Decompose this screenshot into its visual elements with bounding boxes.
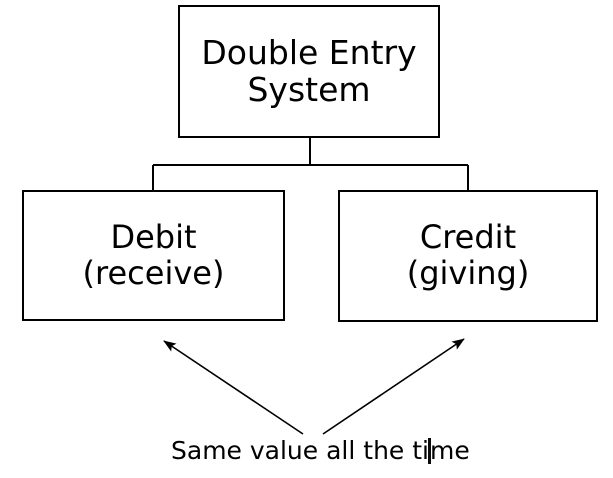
node-credit-line-1: Credit — [419, 218, 517, 257]
arrow-to-credit — [322, 338, 465, 435]
node-credit-line-2: (giving) — [406, 254, 530, 292]
arrow-to-debit — [163, 340, 304, 435]
node-double-entry-system-line-2: System — [247, 69, 371, 109]
node-double-entry-system: Double Entry System — [178, 5, 440, 138]
text-caret — [427, 438, 431, 464]
caption-text-before-caret: Same value all the ti — [171, 436, 429, 465]
node-double-entry-system-line-1: Double Entry — [201, 32, 417, 72]
node-debit-line-1: Debit — [110, 217, 197, 256]
node-debit: Debit (receive) — [22, 190, 285, 321]
node-debit-line-2: (receive) — [82, 253, 225, 292]
node-credit: Credit (giving) — [338, 190, 598, 322]
caption-text-after-caret: me — [429, 436, 470, 465]
caption-same-value-all-the-time[interactable]: Same value all the time — [171, 437, 470, 465]
